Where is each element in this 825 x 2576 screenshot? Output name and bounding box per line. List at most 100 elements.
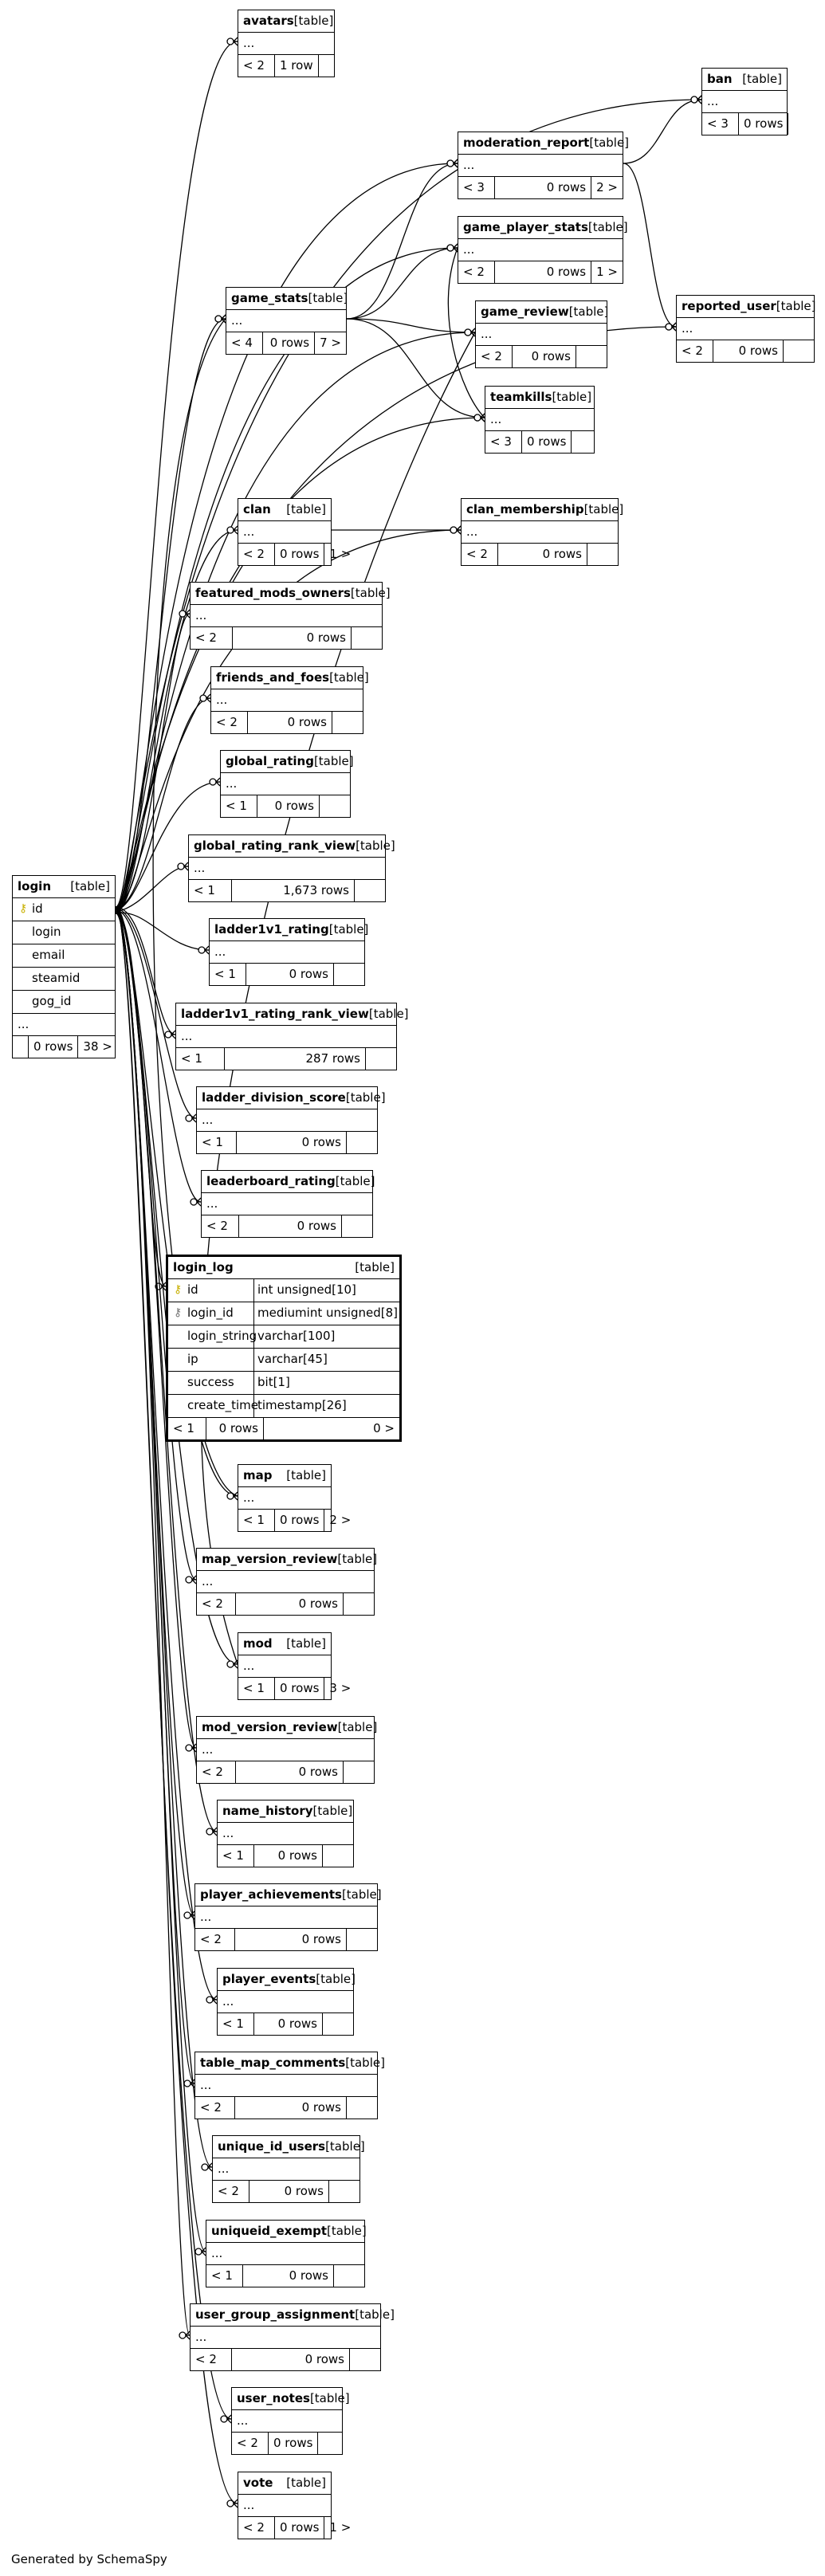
table-kind: [table]: [350, 586, 391, 600]
table-name[interactable]: ladder_division_score: [202, 1090, 346, 1105]
table-name[interactable]: mod: [243, 1636, 273, 1651]
ellipsis-row: ...: [462, 521, 618, 544]
table-kind: [table]: [356, 838, 395, 853]
table-name[interactable]: teamkills: [490, 390, 552, 404]
edge-end-ladder1v1_rating-many-marker: [204, 945, 210, 955]
table-name[interactable]: ladder1v1_rating: [214, 922, 329, 937]
table-name[interactable]: player_events: [222, 1972, 316, 1986]
table-name[interactable]: clan_membership: [466, 502, 584, 516]
table-name[interactable]: global_rating_rank_view: [194, 838, 356, 853]
table-name[interactable]: ban: [707, 72, 733, 86]
edge-end-leaderboard_rating-many-marker: [196, 1197, 202, 1207]
parents-count: < 1: [189, 880, 232, 901]
table-name[interactable]: ladder1v1_rating_rank_view: [181, 1007, 369, 1021]
table-kind: [table]: [327, 2224, 367, 2238]
table-name[interactable]: avatars: [243, 14, 294, 28]
children-count: [319, 55, 349, 77]
table-name[interactable]: friends_and_foes: [216, 670, 330, 685]
ellipsis-row: ...: [476, 324, 607, 346]
table-name[interactable]: mod_version_review: [202, 1720, 338, 1734]
table-name[interactable]: user_group_assignment: [195, 2307, 356, 2322]
table-name[interactable]: game_stats: [231, 291, 308, 305]
table-name[interactable]: moderation_report: [463, 135, 590, 150]
ellipsis-row: ...: [677, 318, 814, 340]
fk-edge-login-ladder1v1_rating: [115, 912, 210, 951]
parents-count: < 1: [218, 1845, 254, 1867]
children-count: [332, 712, 363, 733]
table-name[interactable]: global_rating: [226, 754, 314, 768]
parents-count: < 2: [197, 1761, 236, 1783]
table-login[interactable]: login[table] ⚷id login email steamid gog…: [12, 875, 116, 1058]
table-kind: [table]: [355, 2307, 395, 2322]
fk-edge-login-ladder1v1_rating_rank_view: [115, 906, 176, 1035]
children-count: [320, 795, 350, 817]
children-count: [355, 880, 385, 901]
fk-edge-map-game-stats-end-many-marker: [221, 314, 226, 324]
table-name[interactable]: login: [18, 879, 52, 893]
table-name[interactable]: leaderboard_rating: [206, 1174, 336, 1188]
table-name[interactable]: map: [243, 1468, 273, 1482]
parents-count: < 1: [210, 964, 246, 985]
table-name[interactable]: user_notes: [237, 2391, 310, 2405]
table-name[interactable]: game_review: [481, 304, 569, 319]
row-count: 0 rows: [249, 2181, 329, 2202]
parents-count: < 2: [232, 2433, 269, 2454]
table-name[interactable]: uniqueid_exempt: [211, 2224, 328, 2238]
column-name: id: [32, 901, 43, 916]
table-name[interactable]: clan: [243, 502, 271, 516]
parents-count: < 2: [238, 55, 275, 77]
fk-edge-login-table_map_comments: [115, 908, 195, 2084]
table-name[interactable]: reported_user: [682, 299, 776, 313]
ellipsis-row: ...: [191, 2327, 380, 2349]
table-name[interactable]: name_history: [222, 1804, 313, 1818]
table-kind: [table]: [286, 1636, 326, 1651]
parents-count: < 2: [238, 2517, 275, 2539]
table-kind: [table]: [589, 135, 630, 150]
table-name[interactable]: game_player_stats: [463, 220, 588, 234]
table-name[interactable]: player_achievements: [200, 1887, 342, 1902]
table-name[interactable]: vote: [243, 2476, 273, 2490]
generated-by-footer: Generated by SchemaSpy: [11, 2552, 167, 2566]
table-name[interactable]: map_version_review: [202, 1552, 338, 1566]
fk-edge-moderation-report-reported-user-end-many-marker: [671, 322, 677, 332]
table-name[interactable]: featured_mods_owners: [195, 586, 351, 600]
row-count: 0 rows: [248, 712, 332, 733]
fk-edge-game-stats-moderation-report-end-many-marker: [453, 159, 458, 168]
table-kind: [table]: [309, 2391, 350, 2405]
table-name[interactable]: unique_id_users: [218, 2139, 326, 2154]
table-name[interactable]: login_log: [173, 1260, 234, 1274]
table-name[interactable]: table_map_comments: [200, 2056, 346, 2070]
